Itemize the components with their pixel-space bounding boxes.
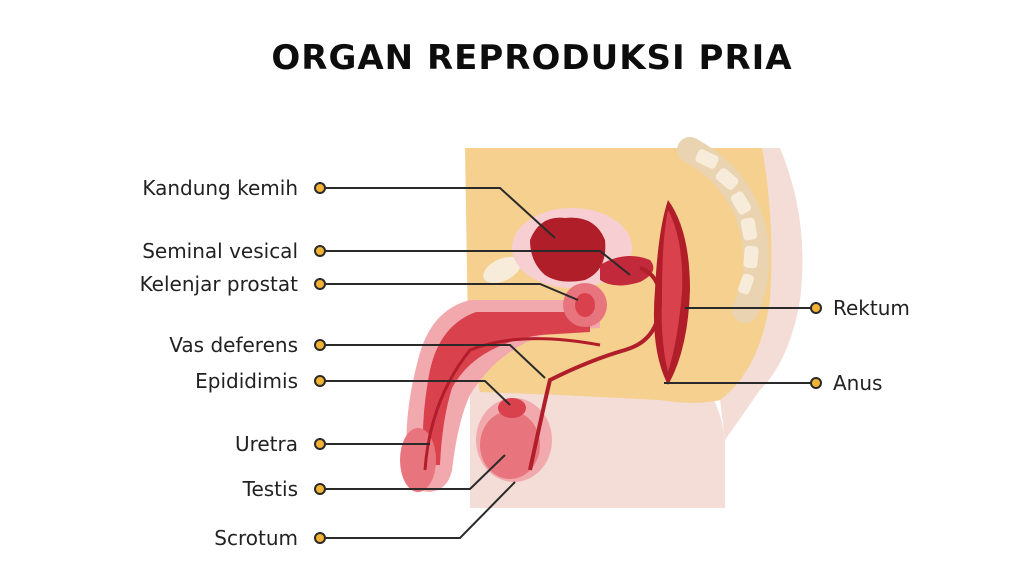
label-scrotum: Scrotum [214, 526, 298, 550]
label-seminal-vesical: Seminal vesical [142, 239, 298, 263]
testis [476, 398, 552, 482]
page-title: ORGAN REPRODUKSI PRIA [271, 38, 793, 78]
vas-deferens [528, 266, 663, 471]
label-testis: Testis [242, 477, 298, 501]
label-vas-deferens: Vas deferens [169, 333, 298, 357]
label-rektum: Rektum [833, 296, 910, 320]
leaders-left [314, 182, 631, 544]
pubic-bone [483, 256, 521, 284]
label-anus: Anus [833, 371, 882, 395]
label-kandung-kemih: Kandung kemih [142, 176, 298, 200]
spine-icon [677, 137, 770, 323]
leaders-right [664, 302, 822, 389]
label-kelenjar-prostat: Kelenjar prostat [140, 272, 299, 296]
label-uretra: Uretra [235, 432, 298, 456]
rectum [653, 200, 690, 385]
seminal-vesicle [600, 256, 654, 286]
label-epididimis: Epididimis [195, 369, 298, 393]
prostate [563, 283, 607, 327]
